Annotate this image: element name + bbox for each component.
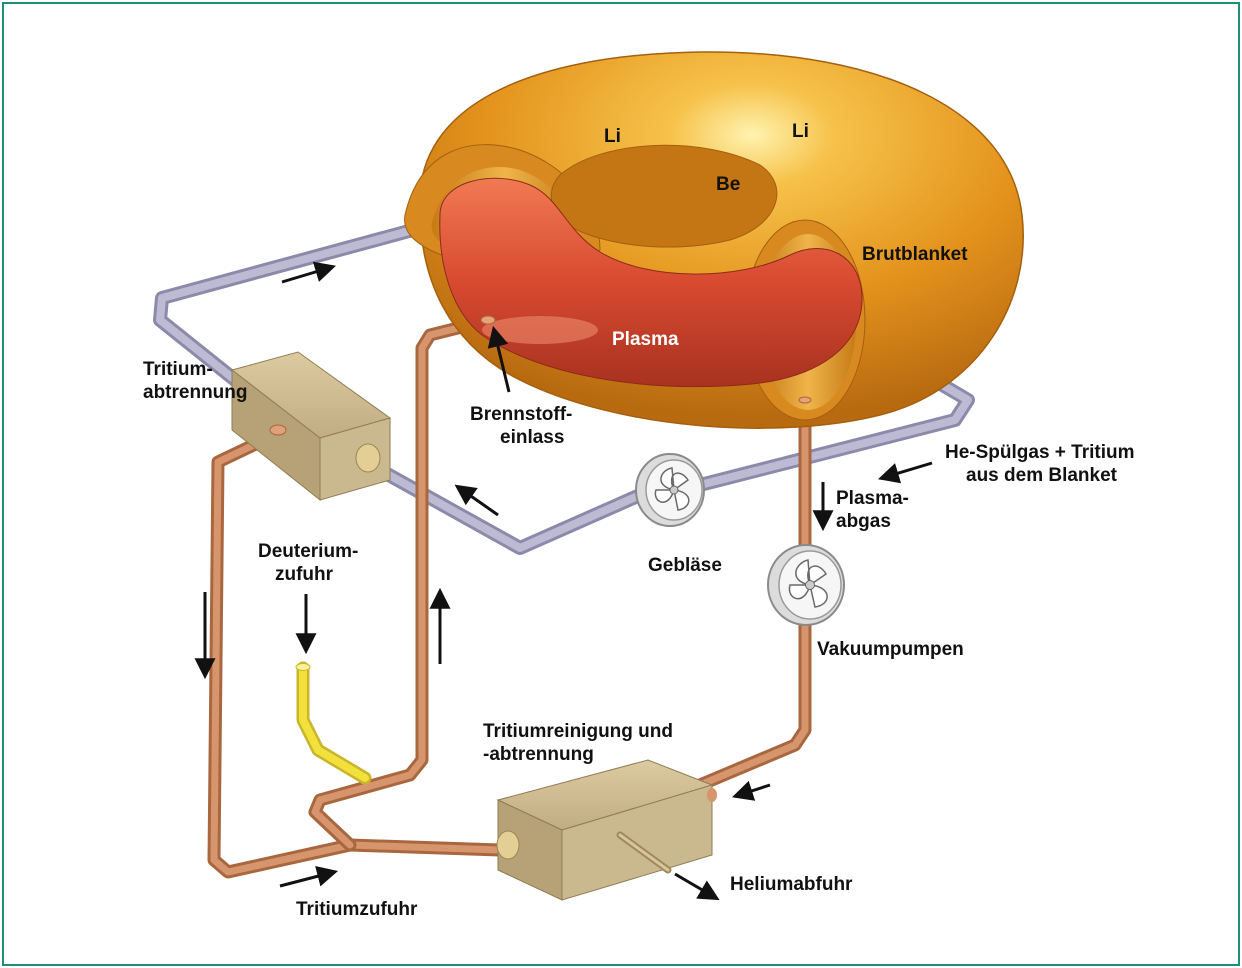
arrow-icon — [882, 463, 932, 478]
arrow-icon — [280, 872, 334, 886]
label-brennstoff-2: einlass — [500, 427, 564, 448]
label-heliumabfuhr: Heliumabfuhr — [730, 874, 853, 895]
arrow-icon — [736, 785, 770, 796]
label-tritium-abtrennung-1: Tritium- — [143, 359, 213, 380]
label-be: Be — [716, 174, 740, 195]
deuterium-pipe — [296, 664, 365, 779]
label-deuterium-1: Deuterium- — [258, 541, 358, 562]
label-tritium-abtrennung-2: abtrennung — [143, 382, 248, 403]
label-tritiumzufuhr: Tritiumzufuhr — [296, 899, 418, 920]
arrow-icon — [675, 874, 716, 898]
label-he-spuelgas-2: aus dem Blanket — [966, 465, 1118, 486]
label-deuterium-2: zufuhr — [275, 564, 334, 585]
label-plasma-abgas-1: Plasma- — [836, 488, 909, 509]
breeding-blanket-torus — [405, 52, 1024, 428]
label-brutblanket: Brutblanket — [862, 244, 968, 265]
label-brennstoff-1: Brennstoff- — [470, 404, 572, 425]
tritium-separation-box — [232, 352, 390, 500]
label-li-right: Li — [792, 121, 809, 142]
label-tritiumreinigung-1: Tritiumreinigung und — [483, 721, 673, 742]
label-plasma: Plasma — [612, 329, 679, 350]
fan-icon — [636, 454, 704, 526]
label-plasma-abgas-2: abgas — [836, 511, 891, 532]
fan-icon — [768, 545, 844, 625]
label-vakuumpumpen: Vakuumpumpen — [817, 639, 964, 660]
label-li-left: Li — [604, 126, 621, 147]
label-he-spuelgas-1: He-Spülgas + Tritium — [945, 442, 1135, 463]
label-tritiumreinigung-2: -abtrennung — [483, 744, 594, 765]
label-geblaese: Gebläse — [648, 555, 722, 576]
